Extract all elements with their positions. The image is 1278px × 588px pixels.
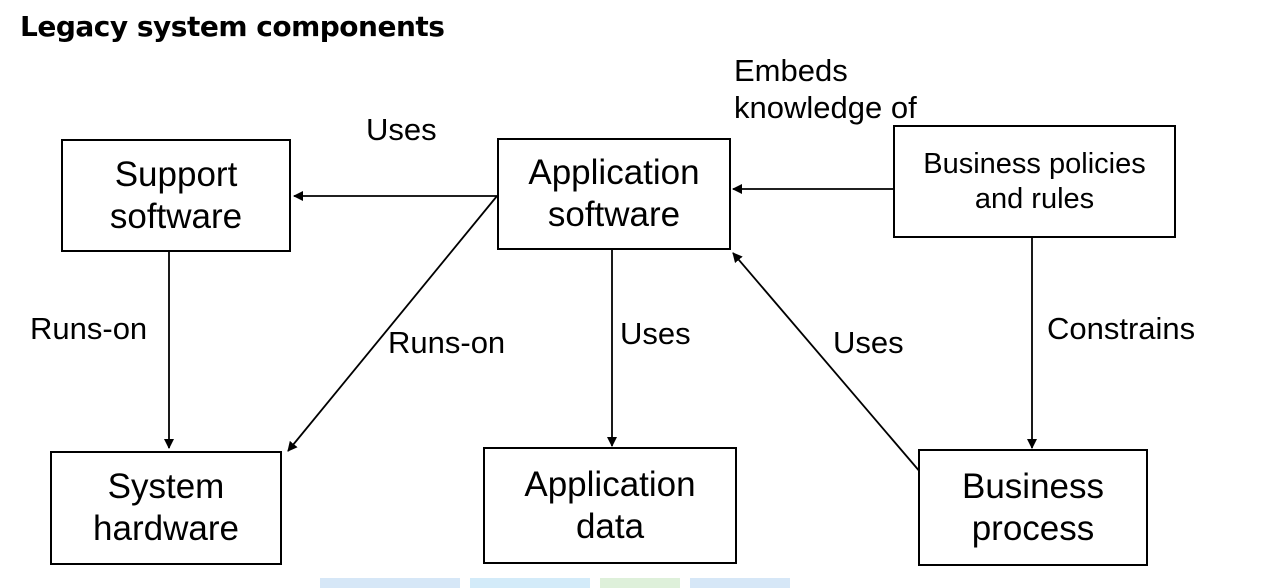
node-business-process-line-1: Business	[961, 466, 1105, 506]
node-application-software-line-1: Application	[528, 153, 700, 192]
node-support-software: Support software	[61, 139, 291, 252]
node-system-hardware-line-1: System	[107, 467, 225, 506]
node-application-data-line-2: data	[575, 506, 645, 546]
diagram-title: Legacy system components	[20, 10, 445, 43]
node-business-policies: Business policies and rules	[893, 125, 1176, 238]
node-application-data: Application data	[483, 447, 737, 564]
label-policies-constrains-process: Constrains	[1047, 311, 1196, 346]
node-business-policies-line-2: and rules	[974, 182, 1095, 215]
node-application-software-line-2: software	[547, 195, 681, 234]
node-support-software-line-2: software	[109, 196, 243, 236]
node-application-data-line-1: Application	[524, 464, 696, 504]
watermark-strip-4	[690, 578, 790, 588]
edge-process-uses-app	[732, 252, 922, 474]
node-business-process-line-2: process	[971, 508, 1095, 548]
edge-app-runs-on-hardware	[287, 195, 498, 452]
watermark-strip	[320, 578, 460, 588]
node-support-software-line-1: Support	[114, 154, 238, 194]
watermark-strip-2	[470, 578, 590, 588]
label-app-runs-on-hardware: Runs-on	[388, 325, 506, 360]
node-system-hardware-line-2: hardware	[93, 509, 239, 548]
watermark-strip-3	[600, 578, 680, 588]
node-business-process: Business process	[918, 449, 1148, 566]
label-policies-embeds: Embeds knowledge of	[734, 52, 917, 126]
node-application-software: Application software	[497, 138, 731, 250]
node-system-hardware: System hardware	[50, 451, 282, 565]
label-app-uses-support: Uses	[366, 112, 437, 147]
node-business-policies-line-1: Business policies	[923, 147, 1146, 180]
label-app-uses-data: Uses	[620, 316, 691, 351]
label-process-uses-app: Uses	[833, 325, 904, 360]
label-support-runs-on-hardware: Runs-on	[30, 311, 148, 346]
label-policies-embeds-line-1: Embeds	[734, 53, 848, 88]
label-policies-embeds-line-2: knowledge of	[734, 90, 917, 126]
